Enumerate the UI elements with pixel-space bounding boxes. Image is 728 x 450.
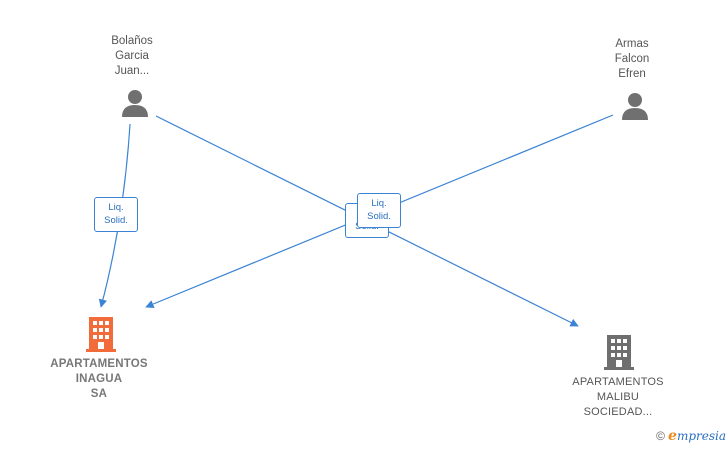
person-name-line: Armas [615, 38, 649, 50]
building-icon[interactable] [604, 334, 634, 370]
edge-label-cross-front[interactable]: Liq. Solid. [357, 193, 401, 228]
person-name-line: Bolaños [111, 35, 153, 47]
person-name-bolanos[interactable]: Bolaños Garcia Juan... [92, 34, 172, 79]
company-name-line: SA [90, 388, 108, 400]
person-name-line: Efren [618, 68, 646, 80]
edge-label-line: Solid. [104, 215, 128, 226]
company-name-line: INAGUA [75, 373, 123, 385]
edge-label-line: Solid. [367, 211, 391, 222]
edge-label-line: Liq. [108, 202, 124, 213]
company-name-malibu[interactable]: APARTAMENTOS MALIBU SOCIEDAD... [560, 375, 676, 420]
brand-footer: ©empresia [656, 428, 726, 444]
company-name-inagua[interactable]: APARTAMENTOS INAGUA SA [38, 357, 160, 402]
brand-logo-text: mpresia [676, 429, 726, 443]
person-name-armas[interactable]: Armas Falcon Efren [592, 37, 672, 82]
company-name-line: APARTAMENTOS [572, 376, 664, 388]
edge-label-bolanos-inagua[interactable]: Liq. Solid. [94, 197, 138, 232]
edge-label-line: Liq. [371, 198, 387, 209]
brand-logo-initial: e [668, 428, 677, 444]
person-icon[interactable] [620, 91, 650, 121]
person-icon[interactable] [120, 88, 150, 118]
building-icon[interactable] [86, 316, 116, 352]
person-name-line: Garcia [115, 50, 149, 62]
person-name-line: Juan... [114, 65, 150, 77]
company-name-line: APARTAMENTOS [50, 358, 148, 370]
person-name-line: Falcon [614, 53, 650, 65]
company-name-line: SOCIEDAD... [583, 406, 653, 418]
copyright-icon: © [656, 429, 666, 443]
company-name-line: MALIBU [596, 391, 640, 403]
